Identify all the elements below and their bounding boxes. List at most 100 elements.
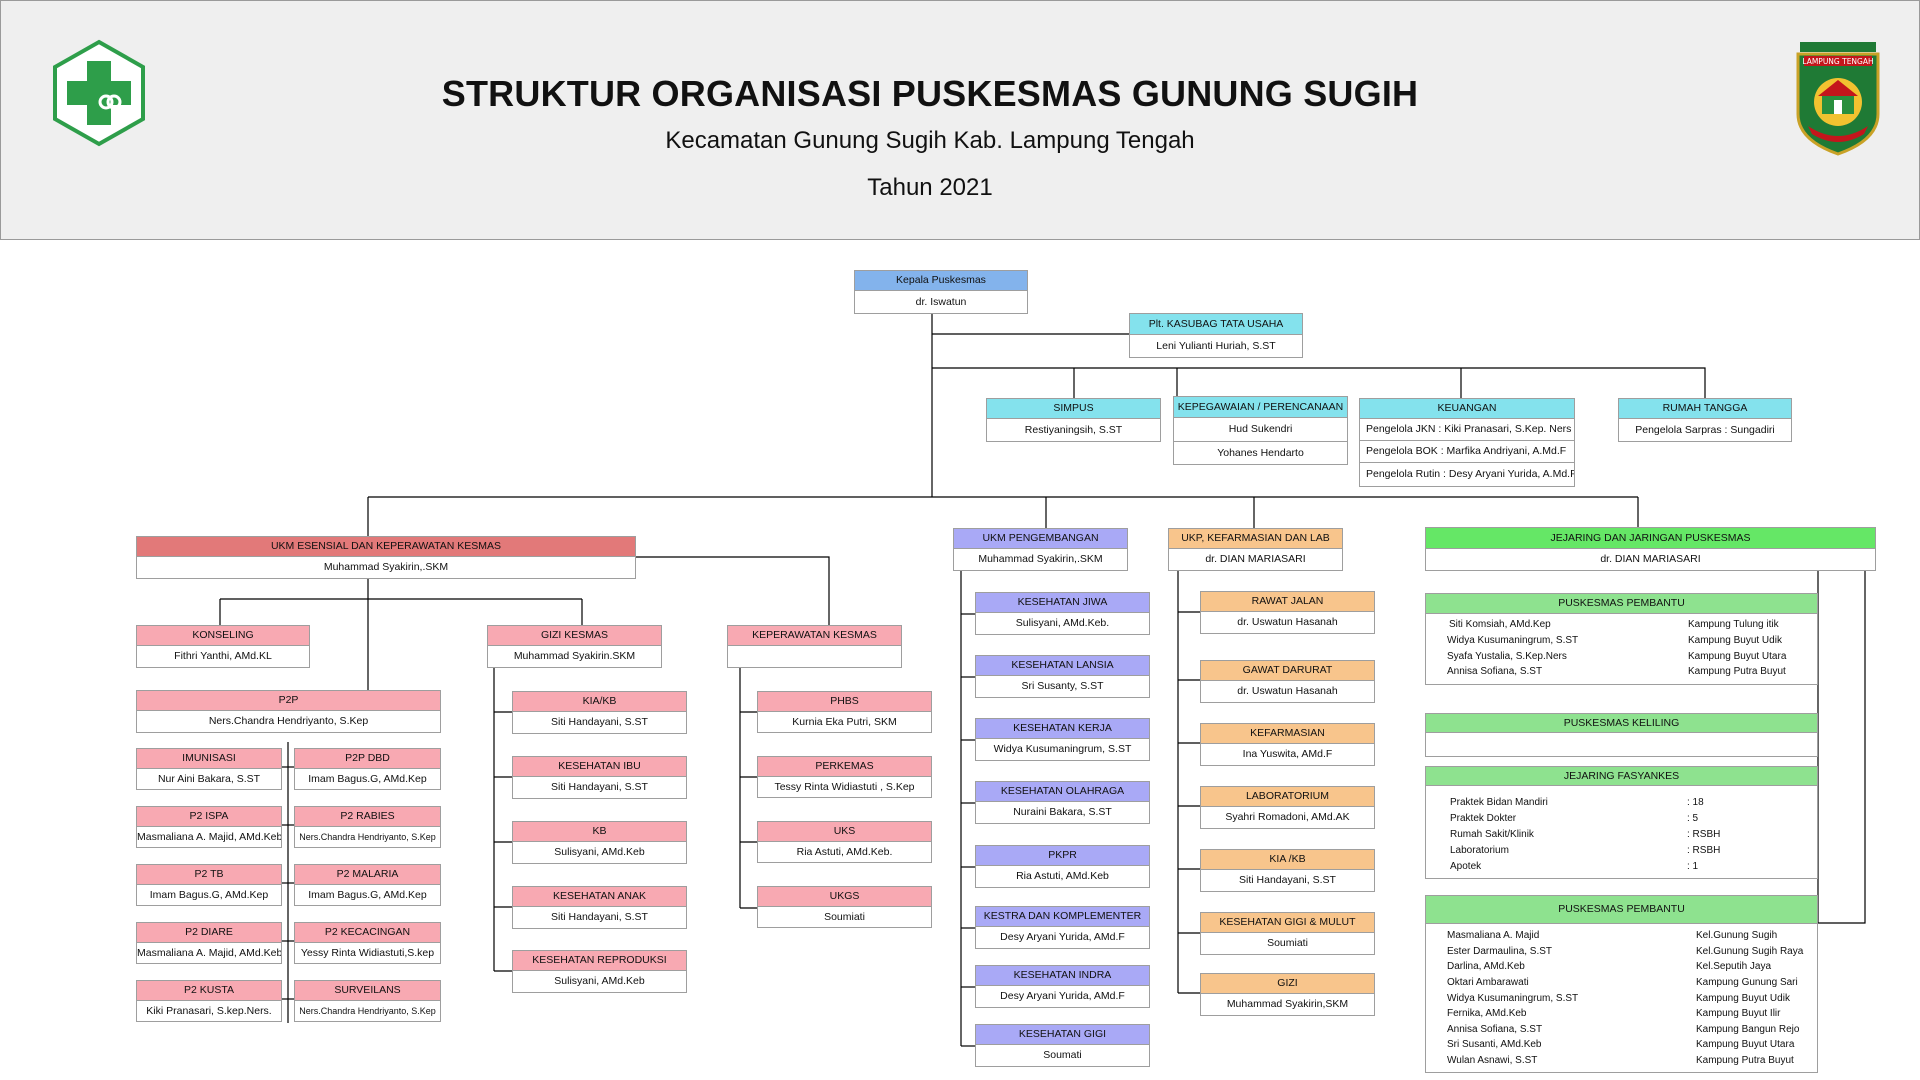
staff-name: Annisa Sofiana, S.ST xyxy=(1447,1024,1543,1035)
staff-name: Siti Komsiah, AMd.Kep xyxy=(1449,619,1551,630)
node-ukp-kefarmasian-lab: UKP, KEFARMASIAN DAN LAB dr. DIAN MARIAS… xyxy=(1168,528,1343,571)
node-konseling: KONSELING Fithri Yanthi, AMd.KL xyxy=(136,625,310,668)
node-kasubag-tata-usaha: Plt. KASUBAG TATA USAHA Leni Yulianti Hu… xyxy=(1129,313,1303,358)
node-title: PUSKESMAS PEMBANTU xyxy=(1425,593,1818,614)
node-kesehatan-reproduksi: KESEHATAN REPRODUKSI Sulisyani, AMd.Keb xyxy=(512,950,687,993)
staff-location: Kampung Gunung Sari xyxy=(1696,977,1798,988)
node-name: Kurnia Eka Putri, SKM xyxy=(757,711,932,733)
page-title: STRUKTUR ORGANISASI PUSKESMAS GUNUNG SUG… xyxy=(441,73,1419,114)
node-name: Muhammad Syakirin,.SKM xyxy=(136,556,636,579)
node-p2-malaria: P2 MALARIA Imam Bagus.G, AMd.Kep xyxy=(294,864,441,906)
staff-name: Masmaliana A. Majid xyxy=(1447,930,1540,941)
puskesmas-logo-icon xyxy=(51,39,147,147)
node-name: Muhammad Syakirin,.SKM xyxy=(953,548,1128,571)
fasyankes-label: Rumah Sakit/Klinik xyxy=(1450,829,1534,840)
node-name: Siti Handayani, S.ST xyxy=(512,711,687,734)
staff-name: Darlina, AMd.Keb xyxy=(1447,961,1525,972)
node-body: Masmaliana A. Majid Kel.Gunung Sugih Est… xyxy=(1425,923,1818,1073)
staff-name: Sri Susanti, AMd.Keb xyxy=(1447,1039,1542,1050)
node-name: Widya Kusumaningrum, S.ST xyxy=(975,738,1150,761)
fasyankes-value: : RSBH xyxy=(1687,845,1721,856)
node-kesehatan-kerja: KESEHATAN KERJA Widya Kusumaningrum, S.S… xyxy=(975,718,1150,761)
page-year: Tahun 2021 xyxy=(867,174,993,201)
node-name: dr. Uswatun Hasanah xyxy=(1200,680,1375,703)
node-name: Nur Aini Bakara, S.ST xyxy=(136,768,282,790)
node-title: PUSKESMAS PEMBANTU xyxy=(1425,895,1818,924)
node-name: Desy Aryani Yurida, AMd.F xyxy=(975,985,1150,1008)
node-kesehatan-ibu: KESEHATAN IBU Siti Handayani, S.ST xyxy=(512,756,687,799)
node-name: Imam Bagus.G, AMd.Kep xyxy=(294,884,441,906)
node-ukgs: UKGS Soumiati xyxy=(757,886,932,928)
node-name: Muhammad Syakirin.SKM xyxy=(487,645,662,668)
fasyankes-label: Laboratorium xyxy=(1450,845,1509,856)
node-puskesmas-keliling: PUSKESMAS KELILING xyxy=(1425,713,1818,757)
staff-location: Kel.Seputih Jaya xyxy=(1696,961,1772,972)
header-panel: STRUKTUR ORGANISASI PUSKESMAS GUNUNG SUG… xyxy=(0,0,1920,240)
node-p2p: P2P Ners.Chandra Hendriyanto, S.Kep xyxy=(136,690,441,733)
node-title: KESEHATAN GIGI & MULUT xyxy=(1200,912,1375,933)
staff-location: Kampung Tulung itik xyxy=(1688,619,1779,630)
node-laboratorium: LABORATORIUM Syahri Romadoni, AMd.AK xyxy=(1200,786,1375,829)
node-kesehatan-lansia: KESEHATAN LANSIA Sri Susanty, S.ST xyxy=(975,655,1150,698)
node-title: KESEHATAN ANAK xyxy=(512,886,687,907)
node-name: Sulisyani, AMd.Keb xyxy=(512,841,687,864)
node-kesehatan-olahraga: KESEHATAN OLAHRAGA Nuraini Bakara, S.ST xyxy=(975,781,1150,824)
node-puskesmas-pembantu-1-cont: Annisa Sofiana, S.ST Kampung Putra Buyut xyxy=(1425,666,1818,685)
node-name: Siti Handayani, S.ST xyxy=(512,776,687,799)
node-gawat-darurat: GAWAT DARURAT dr. Uswatun Hasanah xyxy=(1200,660,1375,703)
node-puskesmas-pembantu-1: PUSKESMAS PEMBANTU Siti Komsiah, AMd.Kep… xyxy=(1425,593,1818,667)
node-pkpr: PKPR Ria Astuti, AMd.Keb xyxy=(975,845,1150,888)
staff-location: Kampung Buyut Utara xyxy=(1688,651,1787,662)
emblem-label: LAMPUNG TENGAH xyxy=(1802,57,1873,66)
node-p2-ispa: P2 ISPA Masmaliana A. Majid, AMd.Keb xyxy=(136,806,282,848)
node-name: dr. Uswatun Hasanah xyxy=(1200,611,1375,634)
node-kb: KB Sulisyani, AMd.Keb xyxy=(512,821,687,864)
node-p2-tb: P2 TB Imam Bagus.G, AMd.Kep xyxy=(136,864,282,906)
node-kesehatan-gigi: KESEHATAN GIGI Soumati xyxy=(975,1024,1150,1067)
node-name: Fithri Yanthi, AMd.KL xyxy=(136,645,310,668)
node-name xyxy=(727,645,902,668)
node-jejaring-jaringan: JEJARING DAN JARINGAN PUSKESMAS dr. DIAN… xyxy=(1425,527,1876,571)
node-title: KESEHATAN REPRODUKSI xyxy=(512,950,687,971)
node-body xyxy=(1425,732,1818,757)
staff-location: Kampung Buyut Udik xyxy=(1688,635,1782,646)
node-name: Pengelola Rutin : Desy Aryani Yurida, A.… xyxy=(1359,462,1575,487)
node-body: Praktek Bidan Mandiri : 18 Praktek Dokte… xyxy=(1425,785,1818,879)
node-title: JEJARING FASYANKES xyxy=(1425,766,1818,786)
node-title: KESEHATAN GIGI xyxy=(975,1024,1150,1045)
node-rawat-jalan: RAWAT JALAN dr. Uswatun Hasanah xyxy=(1200,591,1375,634)
node-name: Yessy Rinta Widiastuti,S.kep xyxy=(294,942,441,964)
node-name: Sulisyani, AMd.Keb. xyxy=(975,612,1150,635)
fasyankes-value: : 1 xyxy=(1687,861,1699,872)
fasyankes-value: : RSBH xyxy=(1687,829,1721,840)
node-title: KESEHATAN JIWA xyxy=(975,592,1150,613)
node-ukm-pengembangan: UKM PENGEMBANGAN Muhammad Syakirin,.SKM xyxy=(953,528,1128,571)
node-title: P2 ISPA xyxy=(136,806,282,827)
node-title: KESEHATAN IBU xyxy=(512,756,687,777)
node-name: Muhammad Syakirin,SKM xyxy=(1200,993,1375,1016)
fasyankes-label: Praktek Dokter xyxy=(1450,813,1517,824)
staff-location: Kampung Bangun Rejo xyxy=(1696,1024,1800,1035)
node-title: SURVEILANS xyxy=(294,980,441,1001)
node-name: Ners.Chandra Hendriyanto, S.Kep xyxy=(136,710,441,733)
node-title: KESEHATAN INDRA xyxy=(975,965,1150,986)
node-jejaring-fasyankes: JEJARING FASYANKES Praktek Bidan Mandiri… xyxy=(1425,766,1818,879)
node-p2-diare: P2 DIARE Masmaliana A. Majid, AMd.Keb xyxy=(136,922,282,964)
node-name: dr. Iswatun xyxy=(854,290,1028,314)
node-puskesmas-pembantu-2: PUSKESMAS PEMBANTU Masmaliana A. Majid K… xyxy=(1425,895,1818,1073)
node-title: IMUNISASI xyxy=(136,748,282,769)
node-name: Yohanes Hendarto xyxy=(1173,441,1348,465)
node-name: dr. DIAN MARIASARI xyxy=(1168,548,1343,571)
node-kesehatan-gigi-mulut: KESEHATAN GIGI & MULUT Soumiati xyxy=(1200,912,1375,955)
staff-name: Oktari Ambarawati xyxy=(1447,977,1529,988)
staff-name: Widya Kusumaningrum, S.ST xyxy=(1447,635,1579,646)
node-kia-kb: KIA/KB Siti Handayani, S.ST xyxy=(512,691,687,734)
node-name: Pengelola Sarpras : Sungadiri xyxy=(1618,418,1792,442)
node-title: KESTRA DAN KOMPLEMENTER xyxy=(975,906,1150,927)
node-uks: UKS Ria Astuti, AMd.Keb. xyxy=(757,821,932,863)
lampung-tengah-emblem-icon: LAMPUNG TENGAH xyxy=(1794,38,1882,156)
node-name: Sri Susanty, S.ST xyxy=(975,675,1150,698)
node-kesehatan-indra: KESEHATAN INDRA Desy Aryani Yurida, AMd.… xyxy=(975,965,1150,1008)
node-name: Ners.Chandra Hendriyanto, S.Kep xyxy=(294,1000,441,1022)
